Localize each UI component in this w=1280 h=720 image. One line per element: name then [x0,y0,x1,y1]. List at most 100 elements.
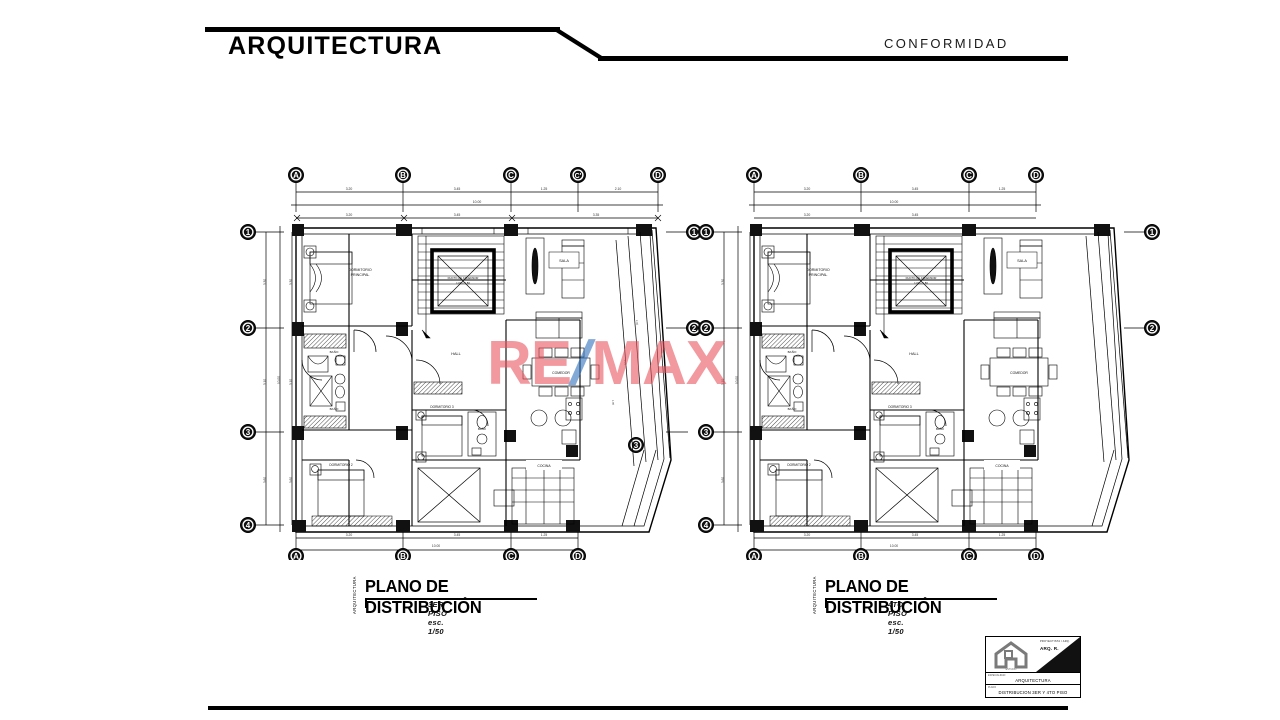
svg-text:3.60: 3.60 [289,477,293,483]
svg-text:1: 1 [692,228,697,237]
plan-title-tick [365,598,367,608]
house-logo-icon [994,640,1028,668]
svg-text:B: B [858,171,864,180]
plan-title-underline [365,598,537,600]
room-label-dormitorio-principal: DORMITORIO [348,268,371,272]
room-label-dormitorio-3: DORMITORIO 3 [430,405,454,409]
svg-text:2: 2 [692,324,697,333]
room-label-bano-1: BAÑO [330,349,339,354]
svg-text:B: B [400,171,406,180]
svg-text:A: A [751,552,757,560]
svg-text:2.10: 2.10 [615,187,622,191]
svg-text:3: 3 [634,441,639,450]
approval-label: CONFORMIDAD [884,36,1009,51]
specialty-label: ESPECIALIDAD [988,674,1006,677]
svg-text:3.45: 3.45 [454,213,461,217]
svg-text:3.45: 3.45 [912,213,919,217]
floor-plan-3er-piso: A B C C' D 3.20 3.45 1.25 2.10 10.00 3.20 3… [236,160,706,560]
svg-text:D: D [655,171,661,180]
footer-rule [208,706,1068,710]
svg-text:10.00: 10.00 [890,544,898,548]
svg-text:1.60 x 1.80: 1.60 x 1.80 [914,281,928,285]
svg-text:2: 2 [1150,324,1155,333]
title-block: ESTUDIO PROYECTISTA / ARQ. ARQ. R. ESPEC… [985,636,1081,698]
svg-text:PRINCIPAL: PRINCIPAL [809,273,828,277]
svg-text:3.10: 3.10 [263,379,267,385]
svg-text:3.60: 3.60 [721,477,725,483]
svg-text:DUCTO DE ASCENSOR: DUCTO DE ASCENSOR [906,276,937,280]
svg-text:1: 1 [704,228,709,237]
svg-text:BAÑO: BAÑO [936,426,945,431]
header-diagonal-connector [556,27,602,61]
plan-title-text: PLANO DE DISTRIBUCIÓN [825,576,942,617]
title-block-row-drawing: PLANO DISTRIBUCION 3ER Y 4TO PISO [986,685,1080,697]
svg-text:D: D [575,552,581,560]
firm-name-label: ARQ. R. [1040,646,1059,651]
svg-text:3.45: 3.45 [912,187,919,191]
svg-text:3.20: 3.20 [804,187,811,191]
plan-title-tick [825,598,827,608]
svg-text:10.00: 10.00 [432,544,440,548]
svg-text:DORMITORIO: DORMITORIO [806,268,829,272]
svg-text:1.25: 1.25 [999,187,1006,191]
svg-text:1.25: 1.25 [541,533,548,537]
firm-role-label: PROYECTISTA / ARQ. [1040,640,1070,643]
svg-text:3.30: 3.30 [721,279,725,285]
svg-text:1: 1 [246,228,251,237]
svg-text:3.20: 3.20 [804,213,811,217]
room-label-sala: SALA [559,259,569,263]
svg-text:SALA: SALA [1017,259,1027,263]
svg-text:3.20: 3.20 [346,533,353,537]
floor-plan-4to-piso: A B C D 3.20 3.45 1.25 10.00 3.20 3.45 [694,160,1164,560]
svg-text:B: B [858,552,864,560]
svg-text:3.60: 3.60 [263,477,267,483]
svg-text:C': C' [575,173,582,180]
svg-text:2.45: 2.45 [635,320,639,326]
svg-text:C: C [508,171,514,180]
svg-text:3.10: 3.10 [721,379,725,385]
room-label-comedor: COMEDOR [552,371,570,375]
firm-info: PROYECTISTA / ARQ. ARQ. R. [1036,637,1080,672]
svg-text:COMEDOR: COMEDOR [1010,371,1028,375]
room-label-hall: HALL [451,352,461,356]
svg-text:A: A [293,171,299,180]
svg-text:3.30: 3.30 [263,279,267,285]
svg-text:4: 4 [246,521,251,530]
svg-text:10.00: 10.00 [890,200,899,204]
plan-title-underline [825,598,997,600]
drawing-label: PLANO [988,686,997,689]
svg-text:10.00: 10.00 [277,376,281,384]
svg-text:DUCTO DE ASCENSOR: DUCTO DE ASCENSOR [448,276,479,280]
svg-text:D: D [1033,552,1039,560]
svg-text:BAÑO: BAÑO [788,406,797,411]
room-label-bano-2: BAÑO [330,406,339,411]
header-rule-right [598,56,1068,61]
plan-title-text: PLANO DE DISTRIBUCIÓN [365,576,482,617]
svg-text:C: C [966,171,972,180]
firm-logo: ESTUDIO [986,637,1036,672]
svg-text:BAÑO: BAÑO [788,349,797,354]
svg-text:3.35: 3.35 [593,213,600,217]
svg-text:2: 2 [704,324,709,333]
svg-text:HALL: HALL [909,352,919,356]
drawing-value: DISTRIBUCION 3ER Y 4TO PISO [998,689,1068,695]
svg-text:3.20: 3.20 [346,213,353,217]
title-block-row-specialty: ESPECIALIDAD ARQUITECTURA [986,673,1080,685]
svg-text:3: 3 [246,428,251,437]
svg-text:B: B [400,552,406,560]
svg-text:A: A [293,552,299,560]
svg-text:3.10: 3.10 [289,379,293,385]
svg-text:3.20: 3.20 [346,187,353,191]
svg-text:PRINCIPAL: PRINCIPAL [351,273,370,277]
header-rule-left [205,27,560,32]
svg-text:1.00: 1.00 [611,400,615,406]
svg-text:3.45: 3.45 [912,533,919,537]
svg-text:3: 3 [704,428,709,437]
svg-text:COCINA: COCINA [995,464,1009,468]
svg-text:DORMITORIO 3: DORMITORIO 3 [888,405,912,409]
page-title: ARQUITECTURA [228,32,443,60]
plan-title-side-label: ARQUITECTURA [812,576,817,614]
firm-logo-caption: ESTUDIO [1005,668,1017,671]
plan-title-subtitle: 4TO PISO esc. 1/50 [888,600,908,636]
